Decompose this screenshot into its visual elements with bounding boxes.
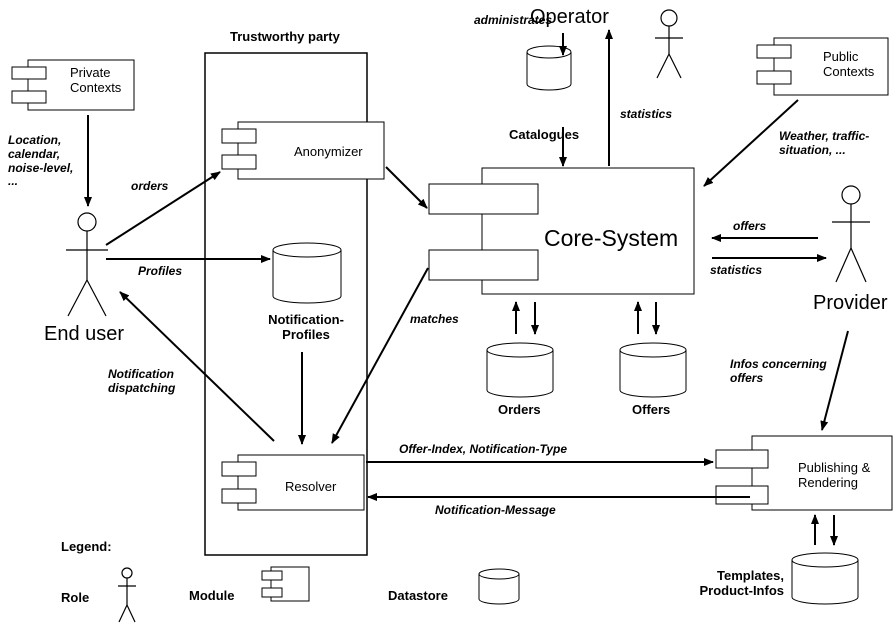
notification-dispatching-label: Notification dispatching <box>108 367 176 395</box>
statistics-operator-label: statistics <box>620 107 673 121</box>
end-user-label: End user <box>44 323 125 345</box>
profiles-flow-label: Profiles <box>138 264 183 278</box>
offers-flow-label: offers <box>733 219 767 233</box>
orders-label: Orders <box>498 402 541 417</box>
statistics-provider-label: statistics <box>710 263 763 277</box>
end-user-role-icon <box>66 212 108 317</box>
legend-title: Legend: <box>61 539 112 554</box>
orders-datastore <box>486 342 554 398</box>
operator-role-icon <box>655 9 683 79</box>
notification-profiles-label: Notification- Profiles <box>268 312 344 342</box>
core-system-module <box>428 167 695 295</box>
offers-datastore <box>619 342 687 398</box>
anonymizer-label: Anonymizer <box>294 144 363 159</box>
matches-label: matches <box>410 312 459 326</box>
public-context-info-label: Weather, traffic- situation, ... <box>779 129 870 157</box>
trustworthy-party-boundary <box>204 52 368 556</box>
public-contexts-module <box>756 37 889 96</box>
publishing-rendering-label: Publishing & Rendering <box>798 460 871 490</box>
resolver-module <box>221 454 365 511</box>
public-contexts-label: Public Contexts <box>823 49 875 79</box>
legend-role-label: Role <box>61 590 90 605</box>
legend-datastore-icon <box>478 568 520 605</box>
infos-concerning-offers-label: Infos concerning offers <box>730 357 827 385</box>
matches-arrow <box>331 267 429 444</box>
provider-role-icon <box>832 185 870 283</box>
notification-profiles-datastore <box>272 242 342 304</box>
core-system-label: Core-System <box>544 225 679 251</box>
anonymizer-module <box>221 121 385 180</box>
private-context-info-label: Location, calendar, noise-level, ... <box>8 133 74 189</box>
resolver-label: Resolver <box>285 479 337 494</box>
provider-label: Provider <box>813 292 888 314</box>
offers-label: Offers <box>632 402 671 417</box>
templates-datastore <box>791 552 859 605</box>
publishing-rendering-module <box>715 435 893 511</box>
legend-role-icon <box>118 567 136 623</box>
private-contexts-label: Private Contexts <box>70 65 122 95</box>
infos-concerning-offers-arrow <box>820 330 849 431</box>
trustworthy-party-label: Trustworthy party <box>230 29 340 44</box>
offer-index-label: Offer-Index, Notification-Type <box>399 442 568 456</box>
templates-label: Templates, Product-Infos <box>699 568 785 598</box>
administrates-label: administrates <box>474 13 553 27</box>
public-contexts-arrow <box>703 99 799 187</box>
orders-arrow <box>105 171 221 246</box>
catalogues-label: Catalogues <box>509 127 580 142</box>
catalogues-datastore <box>526 45 572 91</box>
legend-module-label: Module <box>189 588 235 603</box>
notification-message-label: Notification-Message <box>435 503 556 517</box>
legend-datastore-label: Datastore <box>388 588 448 603</box>
private-contexts-module <box>11 59 135 111</box>
anonymizer-to-core-arrow <box>385 166 428 209</box>
notification-dispatching-arrow <box>119 291 275 442</box>
operator-label: Operator <box>530 6 609 28</box>
orders-flow-label: orders <box>131 179 169 193</box>
legend-module-icon <box>261 566 310 602</box>
